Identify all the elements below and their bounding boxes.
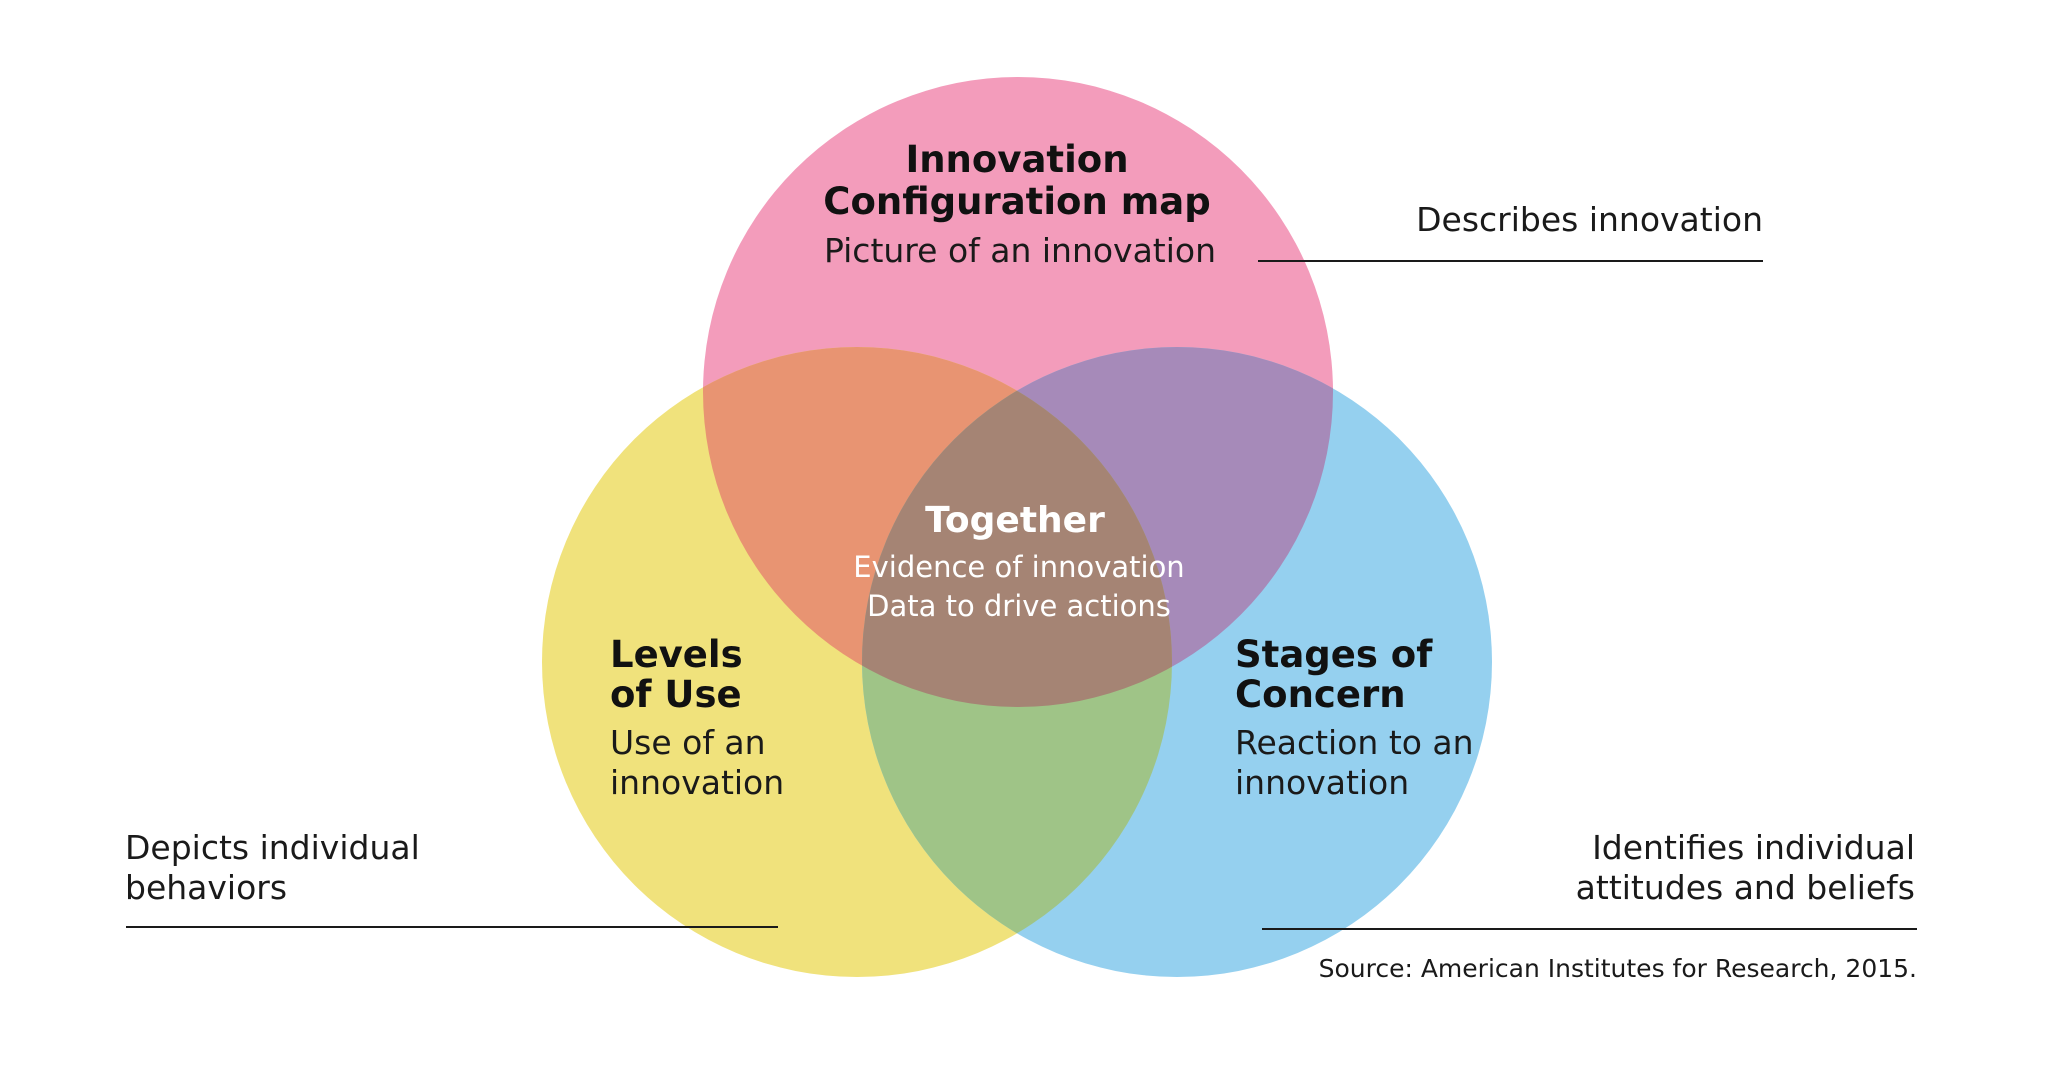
right-subtitle-line-1: Reaction to an [1235,723,1474,762]
left-subtitle-line-1: Use of an [610,723,766,762]
center-line-2: Data to drive actions [867,589,1171,623]
left-title-line-1: Levels [610,633,743,676]
note-left-line-1: Depicts individual [125,828,420,867]
right-title-line-1: Stages of [1235,633,1433,676]
source-note: Source: American Institutes for Research… [1319,954,1917,983]
left-title-line-2: of Use [610,673,742,716]
center-line-1: Evidence of innovation [853,550,1184,584]
center-title: Together [925,500,1105,541]
right-subtitle-line-2: innovation [1235,763,1409,802]
note-right-line-1: Identifies individual [1592,828,1915,867]
left-subtitle-line-2: innovation [610,763,784,802]
top-subtitle: Picture of an innovation [824,231,1216,270]
overlap-center [862,347,1172,707]
right-title-line-2: Concern [1235,673,1406,716]
note-top: Describes innovation [1416,200,1763,239]
note-left-line-2: behaviors [125,868,287,907]
top-title-line-2: Configuration map [823,180,1210,223]
top-title-line-1: Innovation [905,138,1128,181]
note-right-line-2: attitudes and beliefs [1576,868,1915,907]
